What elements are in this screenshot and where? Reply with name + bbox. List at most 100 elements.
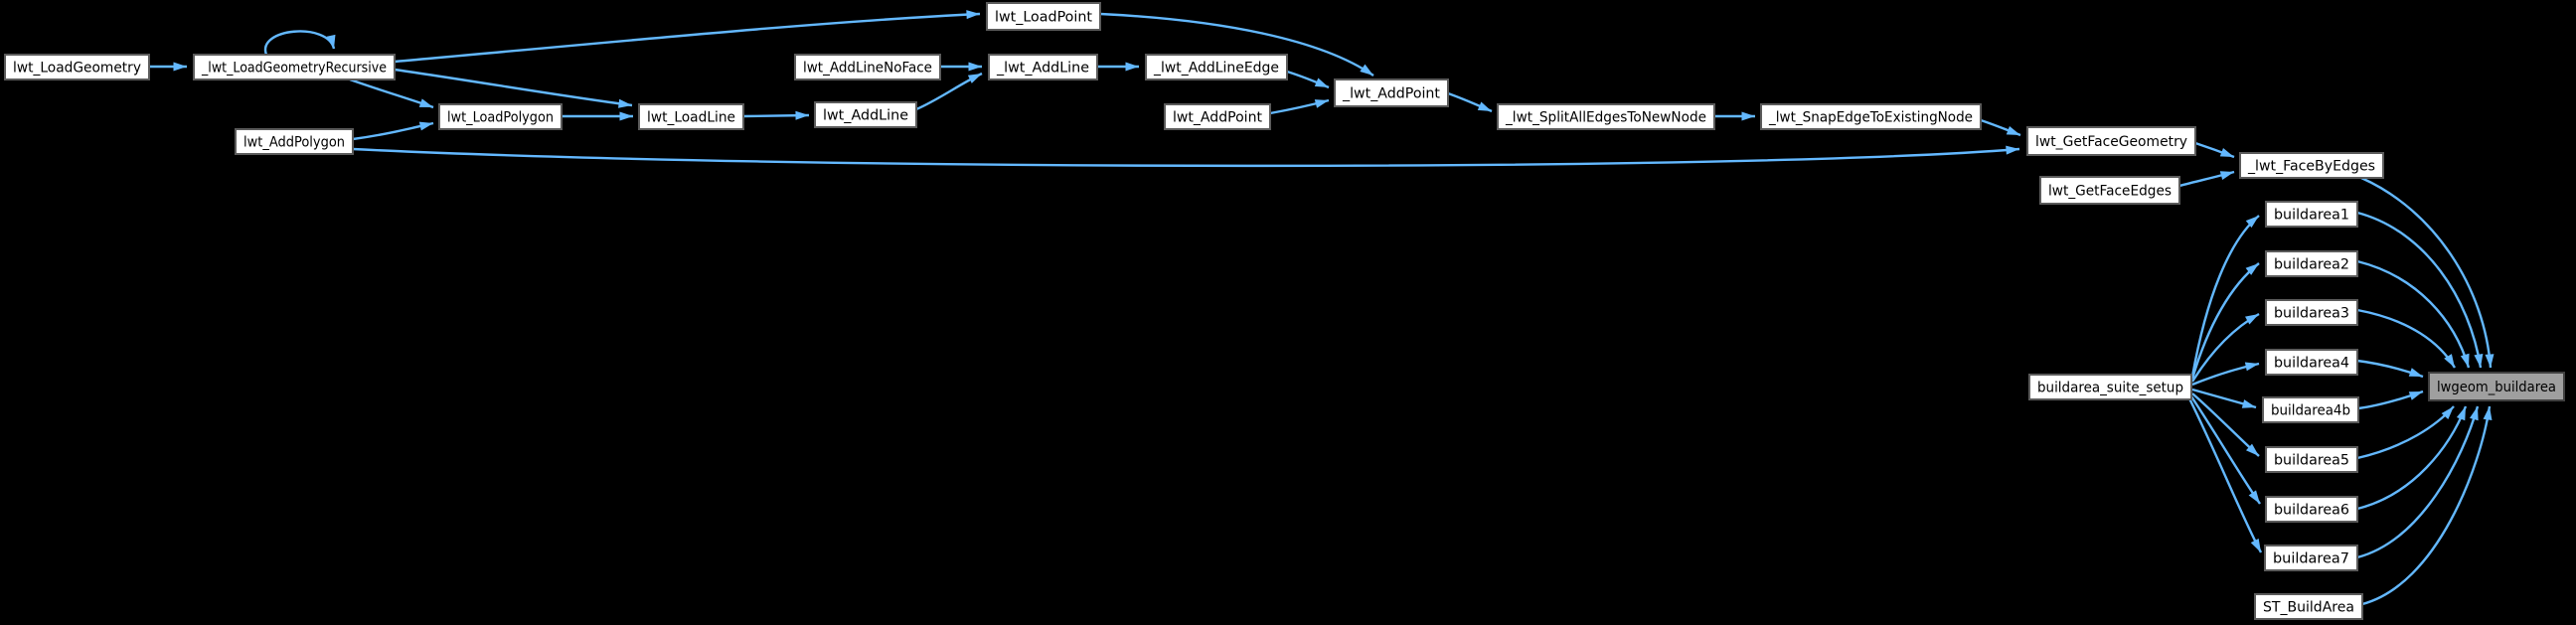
node-box-buildarea6[interactable]: [2265, 496, 2358, 523]
node-box-lwt_LoadGeometry[interactable]: [4, 54, 150, 80]
edge-lwt_LoadLine-to-lwt_AddLine: [742, 110, 810, 120]
edge-buildarea_suite_setup-to-buildarea4: [2191, 362, 2260, 387]
edge-buildarea_suite_setup-to-buildarea2: [2190, 262, 2260, 380]
node-label-_lwt_AddPoint: _lwt_AddPoint: [1342, 86, 1441, 102]
node-buildarea4b[interactable]: buildarea4b: [2262, 396, 2359, 423]
edge-_lwt_FaceByEdges-to-lwgeom_buildarea: [2360, 176, 2495, 369]
edge-_lwt_LoadGeometryRecursive-to-_lwt_LoadGeometryRecursive: [263, 30, 336, 56]
node-box-lwt_LoadPolygon[interactable]: [438, 103, 563, 130]
node-label-lwgeom_buildarea: lwgeom_buildarea: [2437, 380, 2556, 395]
node-ST_BuildArea[interactable]: ST_BuildArea: [2254, 593, 2363, 620]
edge-_lwt_AddLineEdge-to-_lwt_AddPoint: [1286, 70, 1330, 89]
node-box-_lwt_SplitAllEdgesToNewNode[interactable]: [1497, 103, 1715, 130]
node-label-lwt_LoadGeometry: lwt_LoadGeometry: [13, 61, 141, 77]
node-label-lwt_AddLineNoFace: lwt_AddLineNoFace: [803, 61, 932, 77]
edge-_lwt_LoadGeometryRecursive-to-lwt_LoadLine: [394, 68, 633, 108]
node-box-lwt_GetFaceGeometry[interactable]: [2026, 126, 2196, 156]
edge-buildarea1-to-lwgeom_buildarea: [2356, 211, 2484, 369]
node-_lwt_SplitAllEdgesToNewNode[interactable]: _lwt_SplitAllEdgesToNewNode: [1497, 103, 1715, 130]
edge-lwt_AddPoint-to-_lwt_AddPoint: [1269, 98, 1330, 115]
node-label-buildarea3: buildarea3: [2274, 306, 2349, 322]
node-buildarea3[interactable]: buildarea3: [2265, 299, 2358, 326]
node-box-buildarea2[interactable]: [2265, 250, 2358, 277]
edge-buildarea_suite_setup-to-buildarea3: [2190, 312, 2260, 383]
node-box-lwt_LoadLine[interactable]: [638, 103, 744, 130]
node-lwt_AddLine[interactable]: lwt_AddLine: [814, 101, 917, 128]
node-label-buildarea4: buildarea4: [2274, 356, 2349, 372]
edge-buildarea7-to-lwgeom_buildarea: [2356, 405, 2480, 559]
node-_lwt_AddLineEdge[interactable]: _lwt_AddLineEdge: [1145, 54, 1288, 80]
node-label-_lwt_AddLine: _lwt_AddLine: [996, 61, 1089, 77]
node-label-lwt_AddLine: lwt_AddLine: [823, 108, 908, 124]
node-box-buildarea7[interactable]: [2264, 545, 2358, 571]
edge-buildarea4-to-lwgeom_buildarea: [2356, 359, 2424, 379]
node-_lwt_AddLine[interactable]: _lwt_AddLine: [988, 54, 1098, 80]
node-label-lwt_AddPoint: lwt_AddPoint: [1173, 110, 1263, 126]
node-lwt_GetFaceEdges[interactable]: lwt_GetFaceEdges: [2039, 176, 2180, 205]
node-box-buildarea4[interactable]: [2265, 349, 2358, 376]
node-box-lwt_AddLineNoFace[interactable]: [794, 54, 941, 80]
node-box-lwgeom_buildarea[interactable]: [2428, 372, 2565, 401]
node-_lwt_SnapEdgeToExistingNode[interactable]: _lwt_SnapEdgeToExistingNode: [1760, 103, 1982, 130]
node-label-_lwt_SnapEdgeToExistingNode: _lwt_SnapEdgeToExistingNode: [1768, 110, 1973, 126]
node-_lwt_FaceByEdges[interactable]: _lwt_FaceByEdges: [2239, 152, 2384, 179]
node-lwt_AddPolygon[interactable]: lwt_AddPolygon: [235, 128, 354, 155]
node-box-_lwt_FaceByEdges[interactable]: [2239, 152, 2384, 179]
edge-buildarea2-to-lwgeom_buildarea: [2356, 259, 2471, 369]
node-box-ST_BuildArea[interactable]: [2254, 593, 2363, 620]
node-lwt_AddLineNoFace[interactable]: lwt_AddLineNoFace: [794, 54, 941, 80]
edge-lwt_AddPolygon-to-lwt_GetFaceGeometry: [352, 145, 2020, 168]
node-buildarea2[interactable]: buildarea2: [2265, 250, 2358, 277]
node-box-_lwt_LoadGeometryRecursive[interactable]: [193, 54, 396, 80]
node-buildarea6[interactable]: buildarea6: [2265, 496, 2358, 523]
edge-lwt_GetFaceEdges-to-_lwt_FaceByEdges: [2178, 170, 2235, 188]
node-box-buildarea4b[interactable]: [2262, 396, 2359, 423]
edge-lwt_AddLine-to-_lwt_AddLine: [915, 72, 983, 111]
node-box-_lwt_AddPoint[interactable]: [1334, 78, 1449, 107]
edge-_lwt_LoadGeometryRecursive-to-lwt_LoadPolygon: [349, 78, 434, 109]
node-lwt_LoadPoint[interactable]: lwt_LoadPoint: [986, 2, 1101, 31]
node-box-lwt_AddPolygon[interactable]: [235, 128, 354, 155]
node-_lwt_AddPoint[interactable]: _lwt_AddPoint: [1334, 78, 1449, 107]
edge-ST_BuildArea-to-lwgeom_buildarea: [2361, 405, 2493, 606]
edge-lwt_AddPolygon-to-lwt_LoadPolygon: [352, 121, 434, 141]
node-lwt_GetFaceGeometry[interactable]: lwt_GetFaceGeometry: [2026, 126, 2196, 156]
edge-lwt_GetFaceGeometry-to-_lwt_FaceByEdges: [2194, 141, 2235, 159]
node-label-buildarea6: buildarea6: [2274, 503, 2349, 519]
edge-_lwt_LoadGeometryRecursive-to-lwt_LoadPoint: [394, 10, 981, 64]
node-label-lwt_GetFaceGeometry: lwt_GetFaceGeometry: [2035, 134, 2187, 150]
node-box-lwt_GetFaceEdges[interactable]: [2039, 176, 2180, 205]
node-box-buildarea1[interactable]: [2265, 201, 2358, 228]
node-buildarea1[interactable]: buildarea1: [2265, 201, 2358, 228]
node-box-buildarea_suite_setup[interactable]: [2028, 374, 2192, 400]
node-box-_lwt_SnapEdgeToExistingNode[interactable]: [1760, 103, 1982, 130]
node-box-lwt_AddPoint[interactable]: [1164, 103, 1271, 130]
node-label-lwt_LoadPolygon: lwt_LoadPolygon: [447, 110, 554, 126]
edge-_lwt_SnapEdgeToExistingNode-to-lwt_GetFaceGeometry: [1980, 118, 2021, 137]
node-box-lwt_AddLine[interactable]: [814, 101, 917, 128]
node-lwgeom_buildarea[interactable]: lwgeom_buildarea: [2428, 372, 2565, 401]
node-box-_lwt_AddLineEdge[interactable]: [1145, 54, 1288, 80]
node-box-lwt_LoadPoint[interactable]: [986, 2, 1101, 31]
node-buildarea4[interactable]: buildarea4: [2265, 349, 2358, 376]
node-buildarea5[interactable]: buildarea5: [2265, 446, 2358, 473]
node-lwt_LoadGeometry[interactable]: lwt_LoadGeometry: [4, 54, 150, 80]
node-buildarea_suite_setup[interactable]: buildarea_suite_setup: [2028, 374, 2192, 400]
node-lwt_LoadLine[interactable]: lwt_LoadLine: [638, 103, 744, 130]
nodes-layer: lwt_LoadGeometry _lwt_LoadGeometryRecursi…: [4, 2, 2565, 620]
node-box-_lwt_AddLine[interactable]: [988, 54, 1098, 80]
node-label-lwt_GetFaceEdges: lwt_GetFaceEdges: [2048, 184, 2172, 200]
edge-buildarea_suite_setup-to-buildarea7: [2187, 397, 2263, 553]
node-box-buildarea5[interactable]: [2265, 446, 2358, 473]
node-lwt_LoadPolygon[interactable]: lwt_LoadPolygon: [438, 103, 563, 130]
node-buildarea7[interactable]: buildarea7: [2264, 545, 2358, 571]
node-lwt_AddPoint[interactable]: lwt_AddPoint: [1164, 103, 1271, 130]
node-_lwt_LoadGeometryRecursive[interactable]: _lwt_LoadGeometryRecursive: [193, 54, 396, 80]
node-label-buildarea7: buildarea7: [2273, 551, 2349, 567]
edges-layer: [149, 10, 2495, 606]
edge-buildarea4b-to-lwgeom_buildarea: [2357, 390, 2424, 410]
edge-buildarea_suite_setup-to-buildarea1: [2190, 215, 2260, 378]
node-box-buildarea3[interactable]: [2265, 299, 2358, 326]
